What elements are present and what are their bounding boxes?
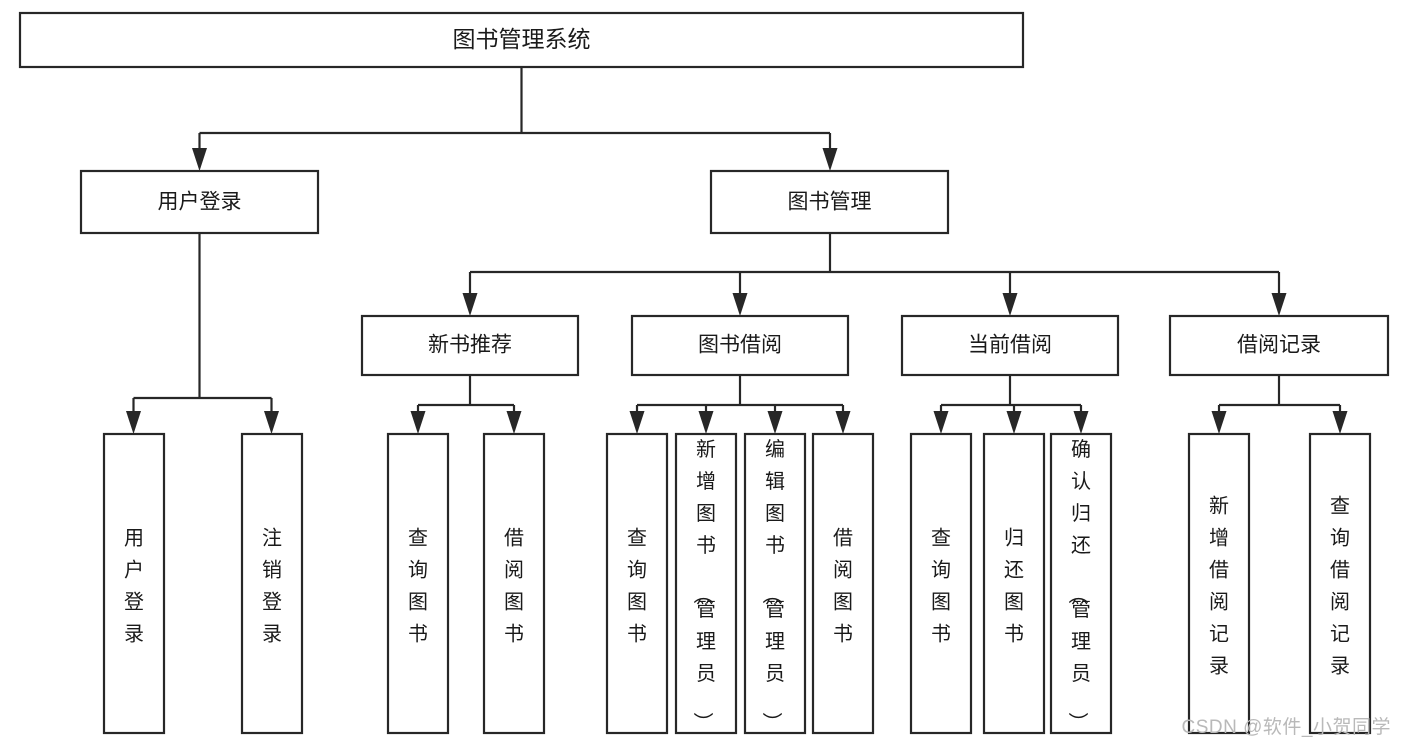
leaf-query-book-3-label: 查询图书	[931, 527, 951, 646]
arrowhead-leaf-query-book-1	[410, 411, 426, 434]
leaf-borrow-book-1-box[interactable]	[482, 432, 546, 735]
arrowhead-borrow-record	[1271, 293, 1287, 316]
node-book-manage-box[interactable]	[709, 169, 950, 235]
node-current-borrow-box[interactable]	[900, 314, 1120, 377]
node-user-login-box[interactable]	[79, 169, 320, 235]
leaf-query-book-2-label: 查询图书	[627, 527, 647, 646]
leaf-logout-box[interactable]	[240, 432, 304, 735]
leaf-return-book-box[interactable]	[982, 432, 1046, 735]
leaf-query-book-1-label: 查询图书	[408, 527, 428, 646]
leaf-query-book-2-box[interactable]	[605, 432, 669, 735]
leaf-edit-book[interactable]: 编辑图书（管理员）	[743, 432, 807, 735]
leaf-layer: 用户登录 注销登录 查询图书 借阅图书 查询图书 新增图书（管理员）	[102, 432, 1372, 735]
node-root-label: 图书管理系统	[453, 26, 591, 52]
arrowhead-leaf-add-record	[1211, 411, 1227, 434]
node-book-manage[interactable]: 图书管理	[709, 169, 950, 235]
node-book-borrow[interactable]: 图书借阅	[630, 314, 850, 377]
leaf-add-book[interactable]: 新增图书（管理员）	[674, 432, 738, 735]
arrowhead-leaf-add-book	[698, 411, 714, 434]
arrowhead-leaf-query-record	[1332, 411, 1348, 434]
arrowhead-leaf-user-login	[126, 411, 141, 434]
leaf-query-record[interactable]: 查询借阅记录	[1308, 432, 1372, 735]
node-new-book-recommend-box[interactable]	[360, 314, 580, 377]
arrowhead-book-borrow	[732, 293, 748, 316]
leaf-confirm-return-label: 确认归还（管理员）	[1066, 438, 1091, 732]
leaf-confirm-return[interactable]: 确认归还（管理员）	[1049, 432, 1113, 735]
leaf-borrow-book-2-box[interactable]	[811, 432, 875, 735]
node-new-book-recommend-label: 新书推荐	[428, 334, 512, 357]
leaf-query-book-1[interactable]: 查询图书	[386, 432, 450, 735]
leaf-borrow-book-2-label: 借阅图书	[833, 527, 853, 646]
node-current-borrow[interactable]: 当前借阅	[900, 314, 1120, 377]
arrowhead-leaf-query-book-2	[629, 411, 645, 434]
node-user-login[interactable]: 用户登录	[79, 169, 320, 235]
leaf-edit-book-label: 编辑图书（管理员）	[760, 438, 785, 732]
arrowhead-leaf-logout	[264, 411, 279, 434]
leaf-user-login-label: 用户登录	[124, 528, 144, 646]
leaf-return-book-label: 归还图书	[1004, 527, 1024, 646]
leaf-logout-label: 注销登录	[262, 527, 282, 646]
leaf-query-book-2[interactable]: 查询图书	[605, 432, 669, 735]
leaf-query-record-label: 查询借阅记录	[1330, 495, 1350, 678]
leaf-borrow-book-1-label: 借阅图书	[504, 527, 524, 646]
node-borrow-record-box[interactable]	[1168, 314, 1390, 377]
leaf-user-login[interactable]: 用户登录	[102, 432, 166, 735]
node-user-login-label: 用户登录	[158, 191, 242, 214]
node-root-box[interactable]	[18, 11, 1025, 69]
arrowhead-book-manage	[822, 148, 838, 171]
arrowhead-leaf-borrow-book-2	[835, 411, 851, 434]
leaf-return-book[interactable]: 归还图书	[982, 432, 1046, 735]
leaf-user-login-box[interactable]	[102, 432, 166, 735]
leaf-add-record[interactable]: 新增借阅记录	[1187, 432, 1251, 735]
node-book-manage-label: 图书管理	[788, 191, 872, 214]
leaf-edit-book-box[interactable]	[743, 432, 807, 735]
leaf-add-record-label: 新增借阅记录	[1209, 495, 1229, 678]
node-book-borrow-box[interactable]	[630, 314, 850, 377]
node-borrow-record-label: 借阅记录	[1237, 334, 1321, 357]
arrowhead-current-borrow	[1002, 293, 1018, 316]
connector-layer	[126, 67, 1348, 434]
leaf-add-book-label: 新增图书（管理员）	[691, 438, 716, 732]
leaf-borrow-book-2[interactable]: 借阅图书	[811, 432, 875, 735]
node-current-borrow-label: 当前借阅	[968, 334, 1052, 357]
node-new-book-recommend[interactable]: 新书推荐	[360, 314, 580, 377]
arrowhead-leaf-query-book-3	[933, 411, 949, 434]
leaf-query-book-3[interactable]: 查询图书	[909, 432, 973, 735]
leaf-add-record-box[interactable]	[1187, 432, 1251, 735]
leaf-query-record-box[interactable]	[1308, 432, 1372, 735]
leaf-logout[interactable]: 注销登录	[240, 432, 304, 735]
node-book-borrow-label: 图书借阅	[698, 334, 782, 357]
arrowhead-leaf-borrow-book-1	[506, 411, 522, 434]
leaf-confirm-return-box[interactable]	[1049, 432, 1113, 735]
node-borrow-record[interactable]: 借阅记录	[1168, 314, 1390, 377]
arrowhead-leaf-return-book	[1006, 411, 1022, 434]
leaf-add-book-box[interactable]	[674, 432, 738, 735]
arrowhead-user-login	[192, 148, 207, 171]
leaf-query-book-1-box[interactable]	[386, 432, 450, 735]
node-root[interactable]: 图书管理系统	[18, 11, 1025, 69]
leaf-query-book-3-box[interactable]	[909, 432, 973, 735]
leaf-borrow-book-1[interactable]: 借阅图书	[482, 432, 546, 735]
arrowhead-leaf-confirm-return	[1073, 411, 1089, 434]
arrowhead-leaf-edit-book	[767, 411, 783, 434]
arrowhead-new-book-rec	[462, 293, 478, 316]
